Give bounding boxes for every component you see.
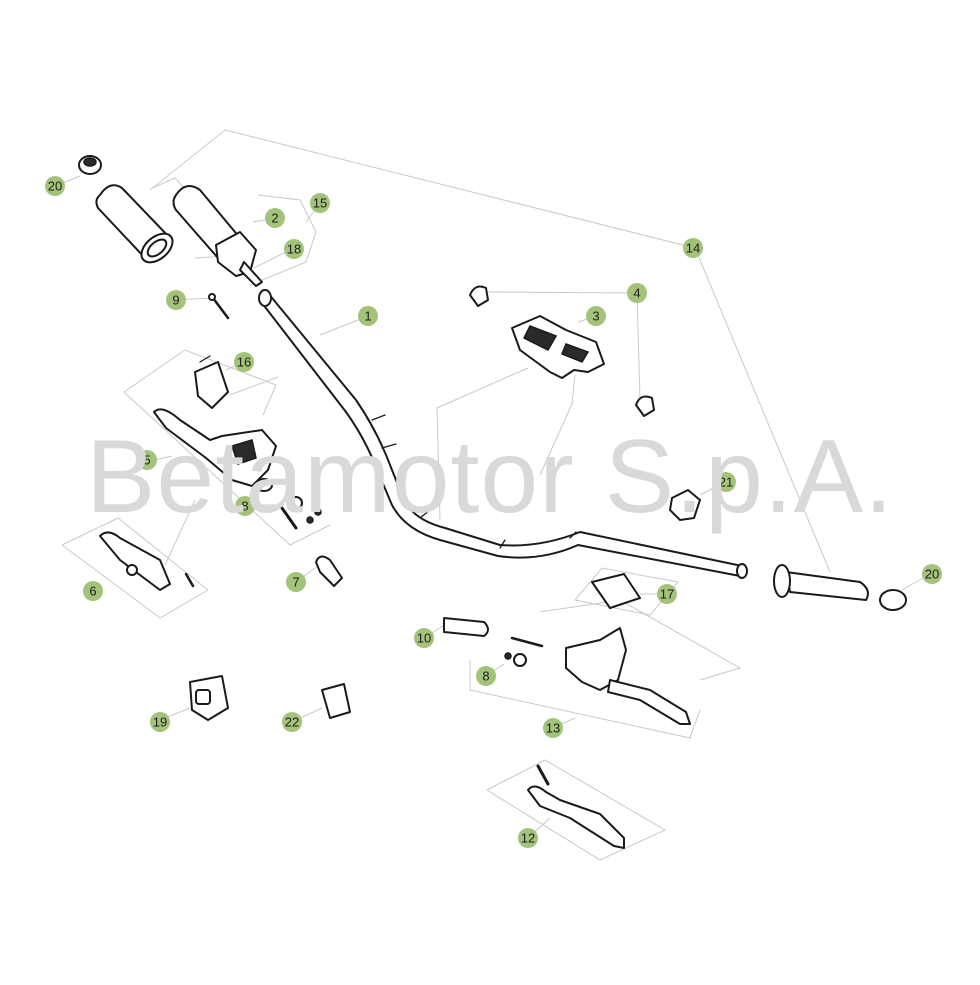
callout-badge <box>683 238 703 258</box>
callout-c6: 6 <box>83 581 103 601</box>
reservoir-cover-right <box>591 573 641 609</box>
clutch-master-assembly <box>153 408 277 492</box>
callout-c15: 15 <box>310 193 330 213</box>
callout-badge <box>476 666 496 686</box>
callout-label: 1 <box>364 309 371 324</box>
callout-badge <box>235 496 255 516</box>
clamp-top <box>469 285 489 307</box>
switch-housing <box>189 675 229 721</box>
callout-c8b: 8 <box>476 666 496 686</box>
callout-label: 22 <box>285 715 299 730</box>
grease-sachet <box>321 683 351 719</box>
callout-label: 5 <box>143 453 150 468</box>
callout-c21: 21 <box>716 472 736 492</box>
callout-c16: 16 <box>234 352 254 372</box>
callout-label: 14 <box>686 241 700 256</box>
callout-c22: 22 <box>282 712 302 732</box>
callout-c8a: 8 <box>235 496 255 516</box>
screw <box>208 293 230 320</box>
callout-c3: 3 <box>586 306 606 326</box>
bar-end-cap-left <box>78 155 102 175</box>
callout-label: 19 <box>153 715 167 730</box>
callout-badge <box>166 290 186 310</box>
brake-master-assembly <box>565 627 691 725</box>
small-parts-kit-left <box>280 496 322 530</box>
callout-badge <box>150 712 170 732</box>
callout-label: 6 <box>89 584 96 599</box>
bar-end-cap-right <box>879 589 907 611</box>
callout-c2: 2 <box>265 208 285 228</box>
callout-label: 10 <box>417 631 431 646</box>
left-grip <box>95 184 174 264</box>
brake-reservoir-cover <box>194 355 229 409</box>
right-grip <box>773 564 869 601</box>
callout-label: 12 <box>521 831 535 846</box>
callout-badge <box>137 450 157 470</box>
callout-badge <box>518 828 538 848</box>
callout-c10: 10 <box>414 628 434 648</box>
callout-badge <box>83 581 103 601</box>
callout-c12: 12 <box>518 828 538 848</box>
callout-c17: 17 <box>657 584 677 604</box>
callout-badge <box>716 472 736 492</box>
callout-badge <box>234 352 254 372</box>
callout-badge <box>358 306 378 326</box>
clamp-bottom <box>635 395 655 417</box>
callout-c19: 19 <box>150 712 170 732</box>
callout-label: 4 <box>633 286 640 301</box>
callout-badge <box>286 572 306 592</box>
callout-badge <box>414 628 434 648</box>
grip-stub-right <box>443 617 489 637</box>
callout-c9: 9 <box>166 290 186 310</box>
callout-c20a: 20 <box>45 176 65 196</box>
small-parts-kit-right <box>504 636 544 667</box>
handlebar <box>258 289 748 579</box>
callout-label: 7 <box>292 575 299 590</box>
callout-label: 17 <box>660 587 674 602</box>
callout-label: 16 <box>237 355 251 370</box>
callout-c20b: 20 <box>922 564 942 584</box>
throttle-grip <box>172 185 263 287</box>
switch-block <box>669 489 701 521</box>
callout-label: 8 <box>241 499 248 514</box>
callout-badge <box>586 306 606 326</box>
callout-badge <box>543 718 563 738</box>
callout-badge <box>627 283 647 303</box>
callout-c7: 7 <box>286 572 306 592</box>
callout-label: 15 <box>313 196 327 211</box>
leader-lines <box>54 129 931 861</box>
callout-c13: 13 <box>543 718 563 738</box>
callout-label: 3 <box>592 309 599 324</box>
callout-c18: 18 <box>284 239 304 259</box>
lever-kit <box>99 531 195 591</box>
callout-c5: 5 <box>137 450 157 470</box>
grip-stub <box>315 555 343 587</box>
brake-lever-kit <box>527 764 625 849</box>
callout-label: 20 <box>48 179 62 194</box>
callout-label: 2 <box>271 211 278 226</box>
callout-c4: 4 <box>627 283 647 303</box>
callout-label: 8 <box>482 669 489 684</box>
parts <box>78 155 907 849</box>
callout-badge <box>284 239 304 259</box>
callout-label: 21 <box>719 475 733 490</box>
callout-label: 9 <box>172 293 179 308</box>
handlebar-clamp <box>511 315 605 379</box>
callout-badge <box>310 193 330 213</box>
callout-badge <box>922 564 942 584</box>
callout-badge <box>282 712 302 732</box>
callout-badge <box>265 208 285 228</box>
callout-c14: 14 <box>683 238 703 258</box>
callout-c1: 1 <box>358 306 378 326</box>
callout-label: 20 <box>925 567 939 582</box>
callout-label: 18 <box>287 242 301 257</box>
callout-badge <box>657 584 677 604</box>
callout-label: 13 <box>546 721 560 736</box>
callout-badge <box>45 176 65 196</box>
